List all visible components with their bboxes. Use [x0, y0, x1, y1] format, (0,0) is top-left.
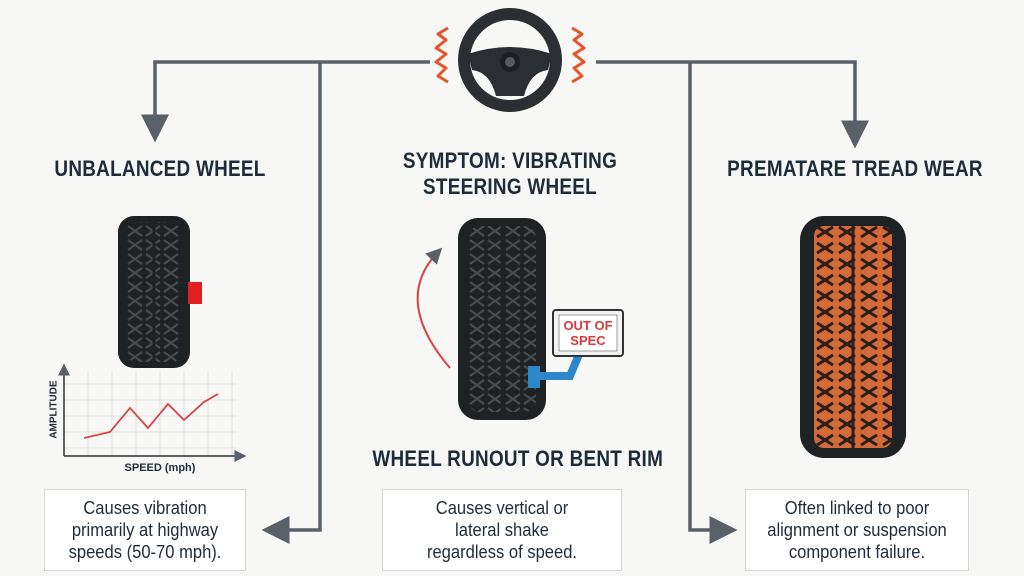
gauge-label-line2: SPEC: [570, 333, 606, 348]
connector-to-right-box: [688, 62, 738, 544]
left-description-line3: speeds (50-70 mph).: [68, 542, 222, 562]
connector-lines: [141, 60, 869, 544]
right-description-box: Often linked to poor alignment or suspen…: [745, 489, 969, 571]
center-tire-icon: [458, 218, 546, 420]
connector-to-tread-wear: [596, 60, 869, 149]
graph-ylabel: AMPLITUDE: [48, 380, 60, 439]
rotation-arrow-icon: [416, 247, 451, 369]
symptom-title-line1: SYMPTOM: VIBRATING: [402, 148, 618, 173]
center-description-line3: regardless of speed.: [426, 542, 578, 562]
right-description-line3: component failure.: [788, 542, 926, 562]
vibration-icon: [434, 26, 586, 84]
center-heading: WHEEL RUNOUT OR BENT RIM: [372, 446, 664, 471]
left-description-line1: Causes vibration: [83, 498, 207, 518]
right-description-line2: alignment or suspension: [767, 520, 947, 540]
left-heading: UNBALANCED WHEEL: [54, 156, 266, 181]
right-description-line1: Often linked to poor: [784, 498, 930, 518]
worn-tire-icon: [800, 216, 906, 458]
steering-wheel-icon: [458, 8, 562, 112]
amplitude-line: [83, 393, 219, 439]
right-heading: PREMATARE TREAD WEAR: [727, 156, 983, 181]
center-description-line1: Causes vertical or: [435, 498, 569, 518]
tire-icon: [118, 216, 190, 368]
connector-to-left-box: [261, 62, 322, 544]
left-description-box: Causes vibration primarily at highway sp…: [44, 489, 246, 571]
amplitude-graph: [58, 363, 247, 462]
gauge-label-line1: OUT OF: [563, 318, 613, 333]
gauge-label: OUT OF SPEC: [559, 318, 617, 348]
symptom-title: SYMPTOM: VIBRATING STEERING WHEEL: [381, 148, 639, 200]
left-description-line2: primarily at highway: [71, 520, 219, 540]
center-description-line2: lateral shake: [455, 520, 549, 540]
symptom-title-line2: STEERING WHEEL: [423, 174, 597, 199]
runout-gauge-icon: [528, 309, 624, 388]
balance-weight-icon: [188, 282, 202, 304]
graph-xlabel: SPEED (mph): [124, 462, 196, 474]
connector-to-unbalanced: [141, 60, 430, 143]
center-description-box: Causes vertical or lateral shake regardl…: [382, 489, 622, 571]
